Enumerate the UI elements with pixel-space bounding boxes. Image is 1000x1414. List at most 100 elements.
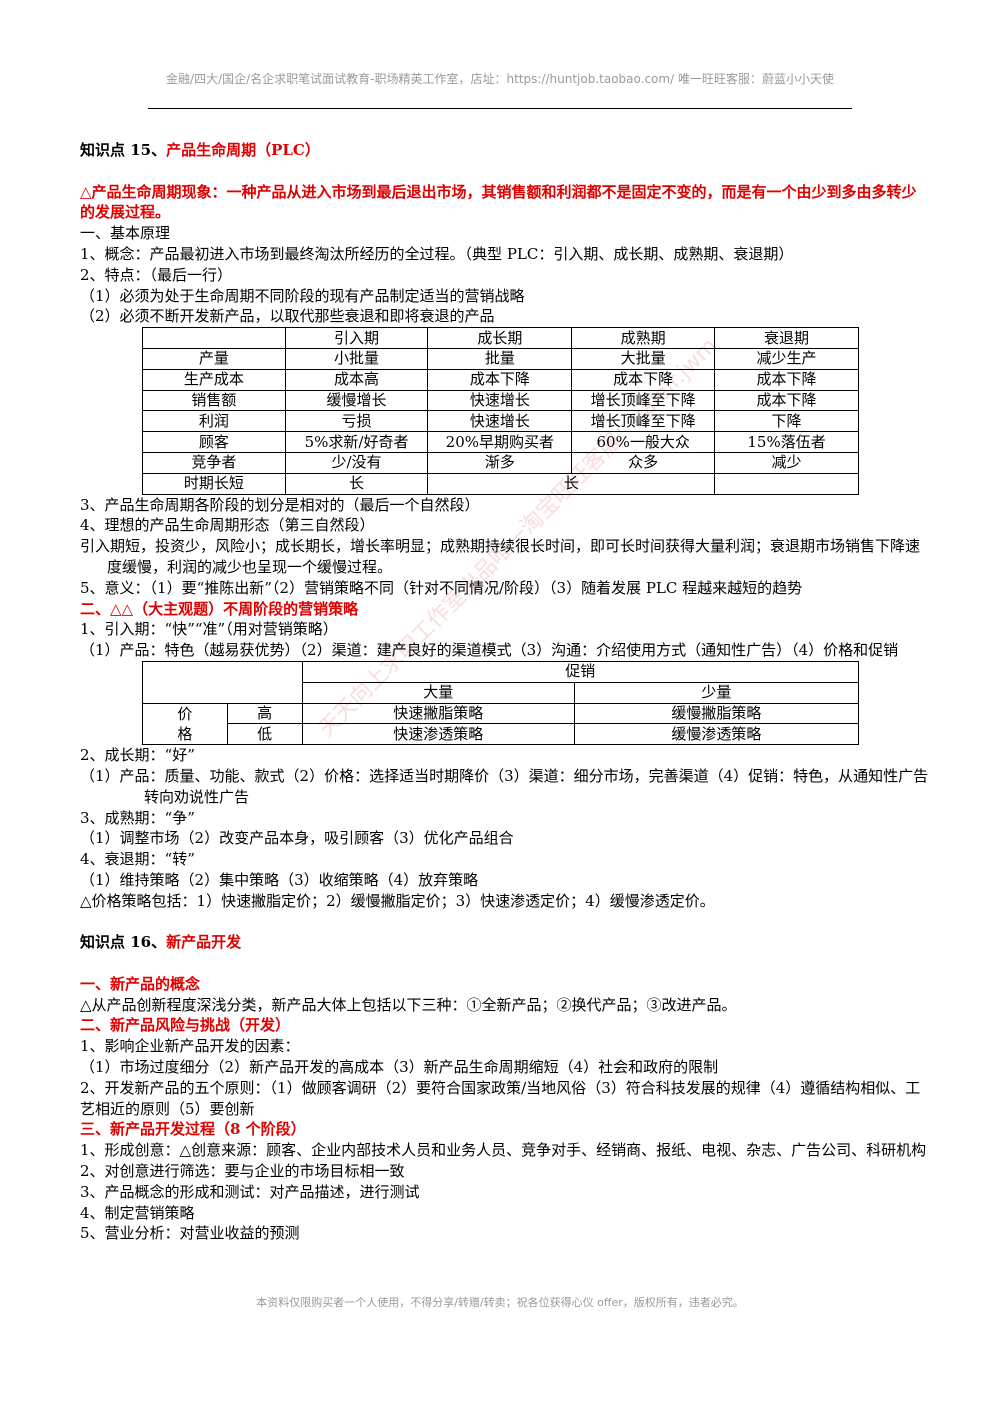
plc-stage-table: 引入期 成长期 成熟期 衰退期 产量 小批量 批量 大批量 减少生产 生产成本 … [142, 327, 859, 495]
table-cell: 成本高 [284, 368, 429, 391]
kp15-point3: 3、产品生命周期各阶段的划分是相对的（最后一个自然段） [80, 495, 480, 514]
table-corner-cell [142, 660, 303, 704]
table-cell: 5%求新/好奇者 [284, 431, 429, 453]
table-header-cell: 成熟期 [571, 327, 716, 349]
kp15-intro: △产品生命周期现象：一种产品从进入市场到最后退出市场，其销售额和利润都不是固定不… [80, 182, 917, 222]
table-header-cell: 促销 [301, 660, 860, 683]
kp16-factors: 1、影响企业新产品开发的因素： [80, 1037, 300, 1056]
price-label: 价格 [177, 704, 193, 743]
kp16-section3-title: 三、新产品开发过程（8 个阶段） [80, 1120, 306, 1139]
kp15-title: 产品生命周期（PLC） [166, 141, 320, 159]
table-cell: 缓慢渗透策略 [573, 723, 860, 746]
table-cell: 少/没有 [284, 451, 429, 474]
table-header-cell: 大量 [301, 681, 575, 704]
table-cell: 顾客 [142, 431, 286, 453]
price-promo-matrix: 促销 大量 少量 价格 高 快速撇脂策略 缓慢撇脂策略 低 快速渗透策略 缓慢渗… [142, 660, 860, 746]
table-cell: 15%落伍者 [714, 431, 859, 453]
table-cell: 60%一般大众 [571, 431, 716, 453]
kp16-heading: 知识点 16、新产品开发 [80, 932, 930, 953]
kp15-section2-title: 二、△△（大主观题）不周阶段的营销策略 [80, 599, 359, 618]
table-cell: 销售额 [142, 389, 286, 412]
table-header-cell: 少量 [573, 681, 860, 704]
kp15-features: 2、特点：（最后一行） [80, 265, 233, 284]
kp15-feature-1: （1）必须为处于生命周期不同阶段的现有产品制定适当的营销战略 [80, 286, 525, 305]
table-cell: 亏损 [284, 410, 429, 433]
kp15-section1-title: 一、基本原理 [80, 224, 171, 243]
table-row: 促销 [142, 660, 860, 704]
table-header-cell: 价格 [142, 702, 228, 746]
page-header: 金融/四大/国企/名企求职笔试面试教育-职场精英工作室，店址：https://h… [166, 72, 834, 86]
table-cell: 长 [284, 472, 429, 495]
table-row: 竞争者 少/没有 渐多 众多 减少 [142, 451, 859, 474]
table-cell: 快速增长 [427, 389, 573, 412]
table-row: 利润 亏损 快速增长 增长顶峰至下降 下降 [142, 410, 859, 433]
kp16-step4: 4、制定营销策略 [80, 1203, 195, 1222]
table-row: 销售额 缓慢增长 快速增长 增长顶峰至下降 成本下降 [142, 389, 859, 412]
kp16-step1: 1、形成创意：△创意来源：顾客、企业内部技术人员和业务人员、竞争对手、经销商、报… [80, 1141, 927, 1160]
kp16-section2-title: 二、新产品风险与挑战（开发） [80, 1016, 291, 1035]
kp16-factors-body: （1）市场过度细分（2）新产品开发的高成本（3）新产品生命周期缩短（4）社会和政… [80, 1058, 719, 1077]
table-cell: 时期长短 [142, 472, 286, 495]
table-header-cell: 高 [226, 702, 303, 725]
table-header-cell: 衰退期 [714, 327, 859, 349]
table-cell: 大批量 [571, 347, 716, 370]
kp15-concept: 1、概念：产品最初进入市场到最终淘汰所经历的全过程。（典型 PLC：引入期、成长… [80, 244, 794, 263]
table-row: 价格 高 快速撇脂策略 缓慢撇脂策略 [142, 702, 860, 746]
kp15-point4-body: 引入期短，投资少，风险小；成长期长，增长率明显；成熟期持续很长时间，即可长时间获… [80, 537, 921, 576]
kp16-title: 新产品开发 [166, 933, 242, 952]
table-header-cell: 成长期 [427, 327, 573, 349]
kp15-feature-2: （2）必须不断开发新产品，以取代那些衰退和即将衰退的产品 [80, 307, 495, 326]
table-cell: 成本下降 [427, 368, 573, 391]
kp15-point4: 4、理想的产品生命周期形态（第三自然段） [80, 516, 375, 535]
table-row: 顾客 5%求新/好奇者 20%早期购买者 60%一般大众 15%落伍者 [142, 431, 859, 453]
kp16-step3: 3、产品概念的形成和测试：对产品描述，进行测试 [80, 1182, 420, 1201]
table-row: 时期长短 长 长 [142, 472, 859, 495]
table-header-cell: 引入期 [284, 327, 429, 349]
kp15-prefix: 知识点 15、 [80, 141, 167, 159]
table-cell: 竞争者 [142, 451, 286, 474]
kp15-decline-stage-body: （1）维持策略（2）集中策略（3）收缩策略（4）放弃策略 [80, 870, 479, 889]
table-cell: 渐多 [427, 451, 573, 474]
kp15-intro-stage: 1、引入期：“快”“准”（用对营销策略） [80, 620, 338, 639]
table-cell [714, 472, 859, 495]
table-cell: 缓慢增长 [284, 389, 429, 412]
table-cell: 下降 [714, 410, 859, 433]
table-cell: 快速渗透策略 [301, 723, 575, 746]
kp16-step5: 5、营业分析：对营业收益的预测 [80, 1224, 300, 1243]
kp15-intro-stage-body: （1）产品：特色（越易获优势）（2）渠道：建产良好的渠道模式（3）沟通：介绍使用… [80, 641, 899, 660]
table-header-row: 引入期 成长期 成熟期 衰退期 [142, 327, 859, 349]
table-cell: 缓慢撇脂策略 [573, 702, 860, 725]
kp15-decline-stage: 4、衰退期：“转” [80, 850, 195, 869]
kp15-maturity-stage: 3、成熟期：“争” [80, 808, 195, 827]
table-cell: 批量 [427, 347, 573, 370]
table-row: 产量 小批量 批量 大批量 减少生产 [142, 347, 859, 370]
table-header-cell: 低 [226, 723, 303, 746]
table-cell: 长 [427, 472, 716, 495]
kp15-pricing-strategies: △价格策略包括：1）快速撇脂定价；2）缓慢撇脂定价；3）快速渗透定价；4）缓慢渗… [80, 891, 715, 910]
table-cell: 减少 [714, 451, 859, 474]
kp15-point5: 5、意义：（1）要“推陈出新”（2）营销策略不同（针对不同情况/阶段）（3）随着… [80, 578, 803, 597]
table-cell: 增长顶峰至下降 [571, 410, 716, 433]
kp16-section1-title: 一、新产品的概念 [80, 974, 201, 993]
table-cell: 成本下降 [714, 368, 859, 391]
document-body: 知识点 15、产品生命周期（PLC） △产品生命周期现象：一种产品从进入市场到最… [80, 140, 930, 1244]
table-cell: 减少生产 [714, 347, 859, 370]
table-cell: 成本下降 [714, 389, 859, 412]
table-cell: 增长顶峰至下降 [571, 389, 716, 412]
table-header-cell [142, 327, 286, 349]
kp16-step2: 2、对创意进行筛选：要与企业的市场目标相一致 [80, 1162, 405, 1181]
table-row: 生产成本 成本高 成本下降 成本下降 成本下降 [142, 368, 859, 391]
table-cell: 产量 [142, 347, 286, 370]
kp15-growth-stage-body: （1）产品：质量、功能、款式（2）价格：选择适当时期降价（3）渠道：细分市场，完… [80, 766, 929, 806]
kp16-principles: 2、开发新产品的五个原则：（1）做顾客调研（2）要符合国家政策/当地风俗（3）符… [80, 1078, 921, 1118]
table-cell: 利润 [142, 410, 286, 433]
kp15-growth-stage: 2、成长期：“好” [80, 746, 195, 765]
table-cell: 众多 [571, 451, 716, 474]
kp16-prefix: 知识点 16、 [80, 933, 167, 952]
table-row: 低 快速渗透策略 缓慢渗透策略 [143, 723, 860, 746]
table-cell: 20%早期购买者 [427, 431, 573, 453]
table-cell: 快速撇脂策略 [301, 702, 575, 725]
kp15-heading: 知识点 15、产品生命周期（PLC） [80, 140, 930, 161]
table-cell: 快速增长 [427, 410, 573, 433]
table-cell: 小批量 [284, 347, 429, 370]
